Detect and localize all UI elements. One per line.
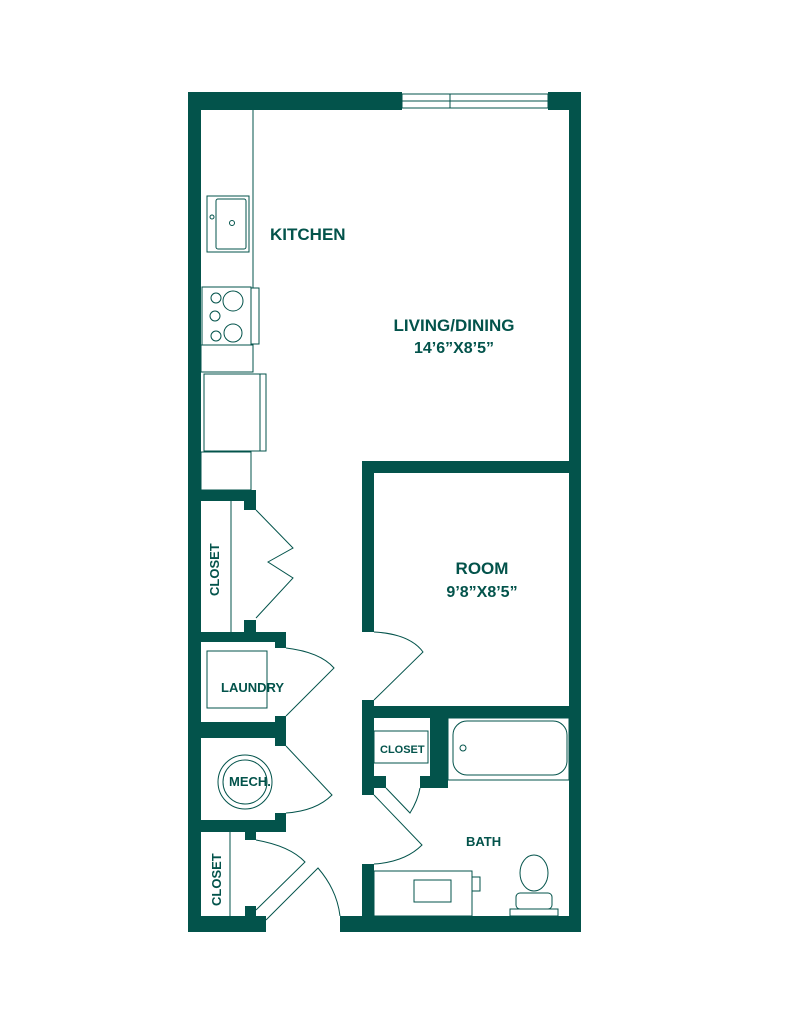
kitchen-fixtures xyxy=(200,110,267,491)
living-dimensions: 14’6”X8’5” xyxy=(414,340,494,357)
kitchen-label: KITCHEN xyxy=(270,225,346,244)
bath-label: BATH xyxy=(466,834,501,849)
labels: KITCHEN LIVING/DINING 14’6”X8’5” ROOM 9’… xyxy=(207,225,518,906)
laundry-label: LAUNDRY xyxy=(221,680,284,695)
vanity-icon xyxy=(373,870,473,917)
bath-closet-label: CLOSET xyxy=(380,744,425,756)
closet-top-label: CLOSET xyxy=(207,543,222,596)
room-dimensions: 9’8”X8’5” xyxy=(446,584,517,601)
bath-fixtures xyxy=(373,717,570,917)
window xyxy=(401,93,549,109)
mech-label: MECH. xyxy=(229,774,271,789)
doors xyxy=(206,501,424,921)
fridge-icon xyxy=(203,373,261,452)
closet-bottom-label: CLOSET xyxy=(209,853,224,906)
room-label: ROOM xyxy=(456,559,509,578)
walls xyxy=(188,92,581,932)
bathtub-icon xyxy=(447,717,570,781)
living-label: LIVING/DINING xyxy=(394,316,515,335)
stove-icon xyxy=(201,286,252,346)
sink-icon xyxy=(206,195,250,253)
toilet-icon xyxy=(519,854,549,892)
